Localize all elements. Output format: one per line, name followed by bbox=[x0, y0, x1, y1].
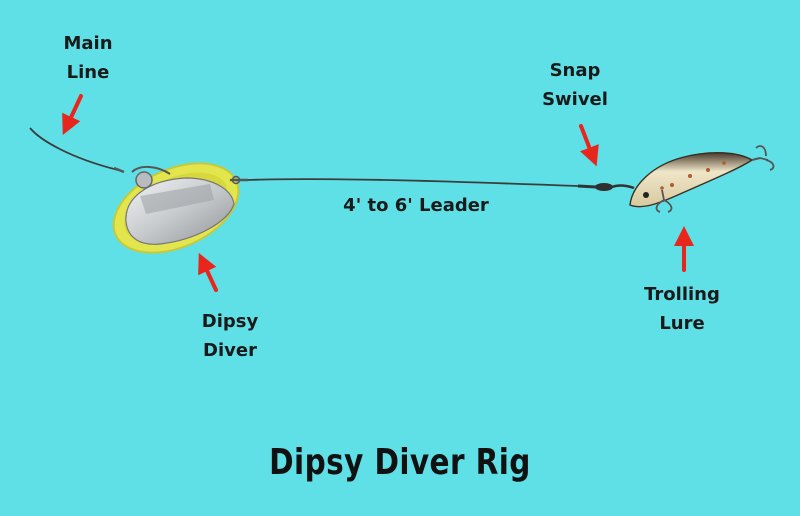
label-snap-swivel: Snap Swivel bbox=[542, 60, 608, 110]
arrow-icon bbox=[579, 124, 599, 167]
label-leader: 4' to 6' Leader bbox=[343, 195, 489, 216]
label-main-line: Main Line bbox=[63, 33, 113, 83]
label-trolling-lure: Trolling Lure bbox=[644, 284, 720, 334]
label-dipsy-diver: Dipsy Diver bbox=[201, 311, 259, 361]
arrow-icon bbox=[62, 94, 83, 136]
main-line bbox=[29, 127, 119, 171]
arrow-icon bbox=[198, 252, 218, 292]
diagram-title: Dipsy Diver Rig bbox=[269, 442, 531, 483]
leader-line bbox=[247, 178, 579, 187]
treble-hook-icon bbox=[655, 145, 775, 213]
snap-swivel-icon bbox=[577, 183, 635, 191]
trolling-lure-icon bbox=[629, 152, 761, 208]
dipsy-diver-icon bbox=[112, 162, 248, 254]
